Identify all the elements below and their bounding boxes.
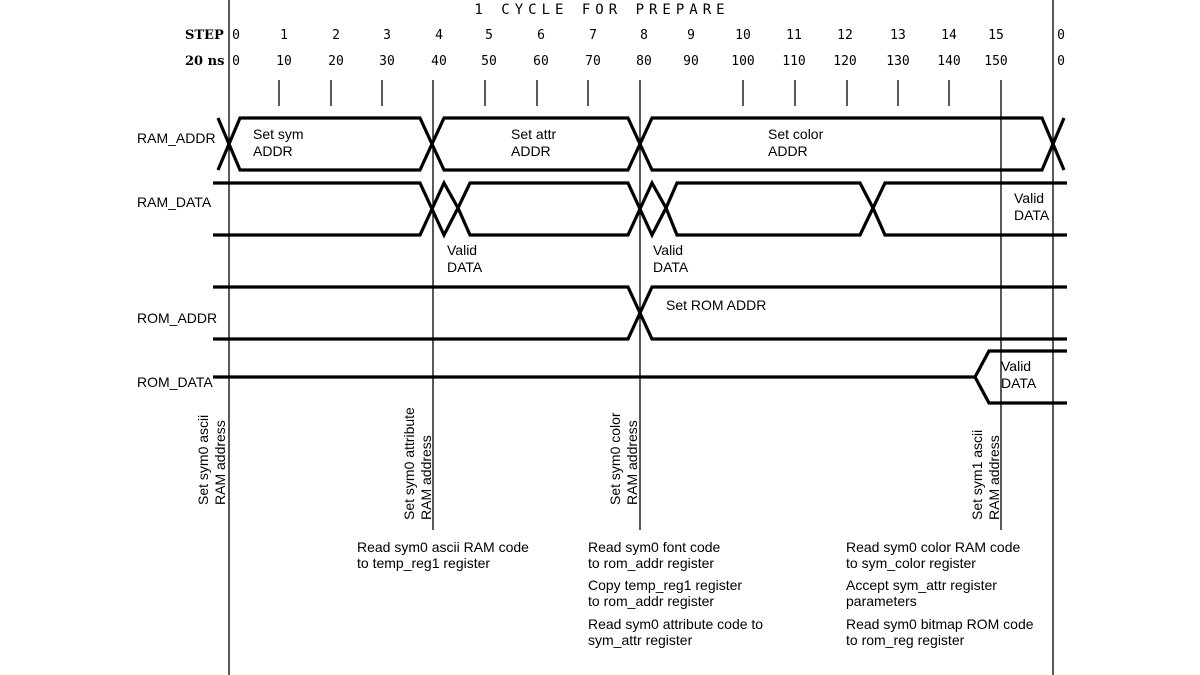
ram-data-waveform <box>213 179 1067 239</box>
step-number: 11 <box>786 28 802 43</box>
signal-label-rom-data: ROM_DATA <box>137 374 213 390</box>
note-col3-1-line1: Read sym0 color RAM code <box>846 539 1021 555</box>
notes-column-3: Read sym0 color RAM code to sym_color re… <box>846 539 1034 648</box>
marker-0ns-line2: RAM address <box>212 420 228 505</box>
step-number: 9 <box>687 28 695 43</box>
note-col2-1-line1: Read sym0 font code <box>588 539 721 555</box>
tick-mark-row <box>278 80 950 106</box>
ns-number: 110 <box>782 54 805 69</box>
ram-data-valid3-line2: DATA <box>1014 207 1050 223</box>
note-col2-1-line2: to rom_addr register <box>588 555 714 571</box>
step-number: 3 <box>383 28 391 43</box>
ram-data-valid1-line1: Valid <box>447 242 477 258</box>
ns-number: 20 <box>328 54 344 69</box>
rom-addr-seg-label: Set ROM ADDR <box>666 297 766 313</box>
ram-data-valid3-line1: Valid <box>1014 190 1044 206</box>
ns-number: 0 <box>1057 54 1065 69</box>
marker-150ns-line1: Set sym1 ascii <box>969 430 985 520</box>
ns-number: 70 <box>585 54 601 69</box>
note-col2-3-line2: sym_attr register <box>588 632 693 648</box>
rom-data-valid-line1: Valid <box>1001 358 1031 374</box>
marker-40ns-annotation: Set sym0 attribute RAM address <box>401 407 434 520</box>
ns-number: 30 <box>379 54 395 69</box>
rom-data-waveform <box>213 349 1067 405</box>
step-header-label: STEP <box>185 28 224 43</box>
marker-150ns-annotation: Set sym1 ascii RAM address <box>969 430 1002 520</box>
ns-number: 40 <box>431 54 447 69</box>
ram-addr-seg3-line1: Set color <box>768 126 824 142</box>
note-col2-3-line1: Read sym0 attribute code to <box>588 616 763 632</box>
note-col3-3-line1: Read sym0 bitmap ROM code <box>846 616 1034 632</box>
ram-data-valid2-line2: DATA <box>653 259 689 275</box>
notes-column-2: Read sym0 font code to rom_addr register… <box>588 539 763 648</box>
step-number: 10 <box>735 28 751 43</box>
marker-80ns-line1: Set sym0 color <box>607 412 623 505</box>
step-number: 5 <box>485 28 493 43</box>
ram-addr-seg1-line2: ADDR <box>253 143 293 159</box>
signal-label-rom-addr: ROM_ADDR <box>137 310 217 326</box>
signal-label-ram-addr: RAM_ADDR <box>137 130 216 146</box>
step-number: 12 <box>837 28 853 43</box>
marker-0ns-annotation: Set sym0 ascii RAM address <box>195 415 228 505</box>
ns-header-label: 20 ns <box>185 54 224 69</box>
note-col1-1-line2: to temp_reg1 register <box>357 555 490 571</box>
ns-number: 0 <box>232 54 240 69</box>
step-number: 2 <box>332 28 340 43</box>
marker-150ns-line2: RAM address <box>986 435 1002 520</box>
step-number: 8 <box>640 28 648 43</box>
ram-data-valid2-line1: Valid <box>653 242 683 258</box>
note-col2-2-line2: to rom_addr register <box>588 593 714 609</box>
note-col3-1-line2: to sym_color register <box>846 555 976 571</box>
signal-label-ram-data: RAM_DATA <box>137 194 212 210</box>
ns-number: 10 <box>276 54 292 69</box>
step-number: 0 <box>232 28 240 43</box>
ns-number: 120 <box>833 54 856 69</box>
marker-80ns-line2: RAM address <box>624 420 640 505</box>
step-number: 6 <box>537 28 545 43</box>
step-number: 7 <box>589 28 597 43</box>
notes-column-1: Read sym0 ascii RAM code to temp_reg1 re… <box>357 539 529 571</box>
ram-addr-seg1-line1: Set sym <box>253 126 304 142</box>
step-number: 14 <box>941 28 957 43</box>
ns-number: 100 <box>731 54 754 69</box>
ns-number: 140 <box>937 54 960 69</box>
diagram-title: 1 CYCLE FOR PREPARE <box>474 2 729 18</box>
marker-0ns-line1: Set sym0 ascii <box>195 415 211 505</box>
ram-addr-seg2-line2: ADDR <box>511 143 551 159</box>
ns-number: 90 <box>683 54 699 69</box>
step-number: 4 <box>435 28 443 43</box>
note-col3-2-line1: Accept sym_attr register <box>846 577 997 593</box>
ns-number: 150 <box>984 54 1007 69</box>
marker-40ns-line2: RAM address <box>418 435 434 520</box>
note-col3-3-line2: to rom_reg register <box>846 632 965 648</box>
ns-number: 130 <box>886 54 909 69</box>
rom-addr-waveform <box>213 285 1067 341</box>
note-col2-2-line1: Copy temp_reg1 register <box>588 577 742 593</box>
marker-40ns-line1: Set sym0 attribute <box>401 407 417 520</box>
ram-addr-waveform <box>216 116 1066 172</box>
ns-number: 60 <box>533 54 549 69</box>
ns-number: 80 <box>636 54 652 69</box>
step-number: 1 <box>280 28 288 43</box>
marker-80ns-annotation: Set sym0 color RAM address <box>607 412 640 505</box>
note-col3-2-line2: parameters <box>846 593 917 609</box>
ns-number-row: 0 10 20 30 40 50 60 70 80 90 100 110 120 130 140 150 0 <box>232 54 1065 69</box>
ram-addr-seg3-line2: ADDR <box>768 143 808 159</box>
step-number: 0 <box>1057 28 1065 43</box>
step-number: 15 <box>988 28 1004 43</box>
step-number: 13 <box>890 28 906 43</box>
ram-data-valid1-line2: DATA <box>447 259 483 275</box>
ram-addr-seg2-line1: Set attr <box>511 126 556 142</box>
rom-data-valid-line2: DATA <box>1001 375 1037 391</box>
ns-number: 50 <box>481 54 497 69</box>
note-col1-1-line1: Read sym0 ascii RAM code <box>357 539 529 555</box>
